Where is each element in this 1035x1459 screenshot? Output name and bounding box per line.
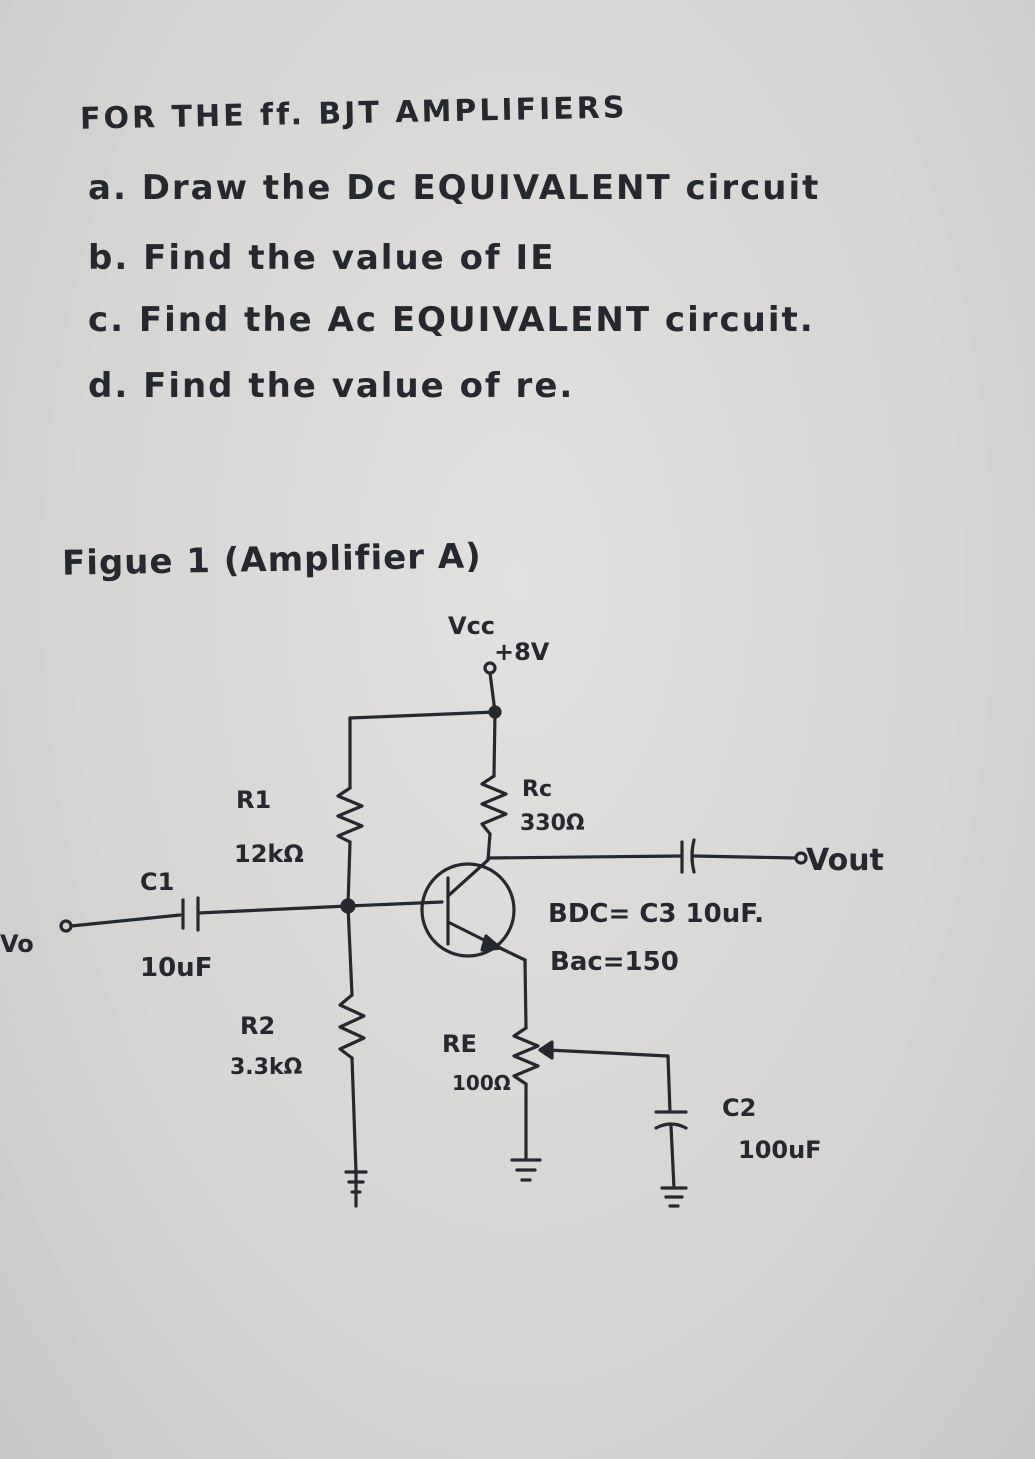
rc-top-wire <box>492 710 497 778</box>
r2-label: R2 <box>240 1012 275 1040</box>
bac-label: Bac=150 <box>550 947 679 977</box>
top-rail-wire <box>348 710 497 720</box>
c3-output-wire <box>692 854 798 860</box>
rc-label: Rc <box>522 777 552 802</box>
re-resistor <box>512 1026 540 1086</box>
c2-plate-bottom <box>654 1122 688 1130</box>
r1-resistor <box>336 786 364 844</box>
r2-resistor <box>338 993 366 1060</box>
re-label: RE <box>442 1030 477 1058</box>
c1-value: 10uF <box>140 953 212 983</box>
r2-value: 3.3kΩ <box>230 1055 303 1080</box>
c3-plate-right <box>690 838 696 874</box>
c2-value: 100uF <box>738 1136 822 1164</box>
r1-value: 12kΩ <box>234 840 304 868</box>
emitter-wire <box>498 946 527 962</box>
r2-ground <box>344 1170 368 1208</box>
r1-bottom-wire <box>346 840 352 908</box>
collector-output-wire <box>486 854 682 860</box>
transistor-collector-leg <box>446 858 490 898</box>
c2-top-wire <box>666 1054 672 1114</box>
c1-to-base-wire <box>196 904 350 915</box>
re-value: 100Ω <box>452 1071 511 1095</box>
vin-label: Vo <box>0 930 34 958</box>
question-d: d. Find the value of re. <box>88 366 575 406</box>
re-top-wire <box>523 958 528 1030</box>
re-wiper-wire <box>546 1048 670 1058</box>
r2-top-wire <box>346 904 354 997</box>
emitter-arrow <box>480 934 502 952</box>
bdc-label: BDC= C3 10uF. <box>548 899 764 929</box>
c2-label: C2 <box>722 1094 756 1122</box>
rc-value: 330Ω <box>520 811 585 836</box>
vout-label: Vout <box>806 843 884 878</box>
base-wire <box>346 900 444 908</box>
c1-label: C1 <box>140 868 174 896</box>
output-terminal <box>794 851 808 865</box>
r1-label: R1 <box>236 786 271 814</box>
vcc-value: +8V <box>494 638 550 666</box>
input-wire <box>69 913 182 928</box>
vcc-label: Vcc <box>448 612 495 640</box>
re-wiper-arrow <box>538 1040 554 1060</box>
question-b: b. Find the value of IE <box>88 238 556 278</box>
rc-resistor <box>480 774 508 836</box>
rc-bottom-wire <box>486 832 492 862</box>
re-ground <box>510 1158 542 1182</box>
c2-ground <box>660 1186 688 1208</box>
question-c: c. Find the Ac EQUIVALENT circuit. <box>88 300 815 340</box>
r2-bottom-wire <box>350 1056 358 1174</box>
transistor-circle <box>420 862 516 958</box>
question-a: a. Draw the Dc EQUIVALENT circuit <box>88 168 821 208</box>
c2-bottom-wire <box>669 1124 676 1190</box>
